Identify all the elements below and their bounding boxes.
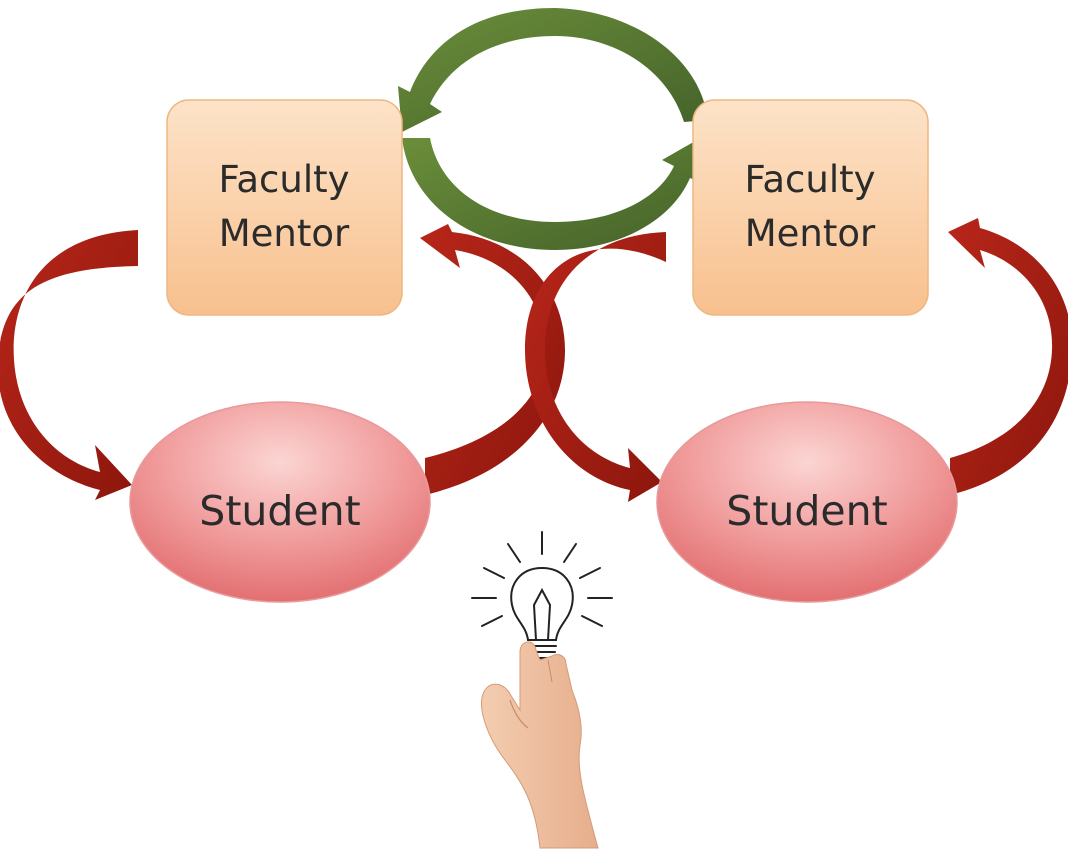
green-arrow-bottom	[402, 136, 704, 250]
mentor-box-left: Faculty Mentor	[166, 99, 403, 316]
mentor-left-line1: Faculty	[218, 158, 349, 201]
green-arrow-top	[398, 8, 708, 132]
mentor-right-line2: Mentor	[745, 212, 876, 255]
student-right-label: Student	[726, 487, 887, 535]
mentor-exchange-cycle	[398, 8, 708, 250]
mentor-right-line1: Faculty	[744, 158, 875, 201]
student-ellipse-left: Student	[129, 401, 431, 603]
student-left-label: Student	[199, 487, 360, 535]
mentor-box-right: Faculty Mentor	[692, 99, 929, 316]
mentor-student-arrows	[0, 218, 1068, 502]
mentor-left-line2: Mentor	[219, 212, 350, 255]
arrow-left-mentor-to-left-student	[0, 230, 138, 500]
lightbulb-icon	[471, 531, 613, 668]
hand-holding-lightbulb-icon	[481, 641, 599, 849]
arrow-left-student-to-left-mentor	[420, 224, 565, 495]
student-ellipse-right: Student	[656, 401, 958, 603]
arrow-right-student-to-right-mentor	[948, 218, 1068, 495]
arrow-right-mentor-to-left-student	[525, 232, 666, 502]
